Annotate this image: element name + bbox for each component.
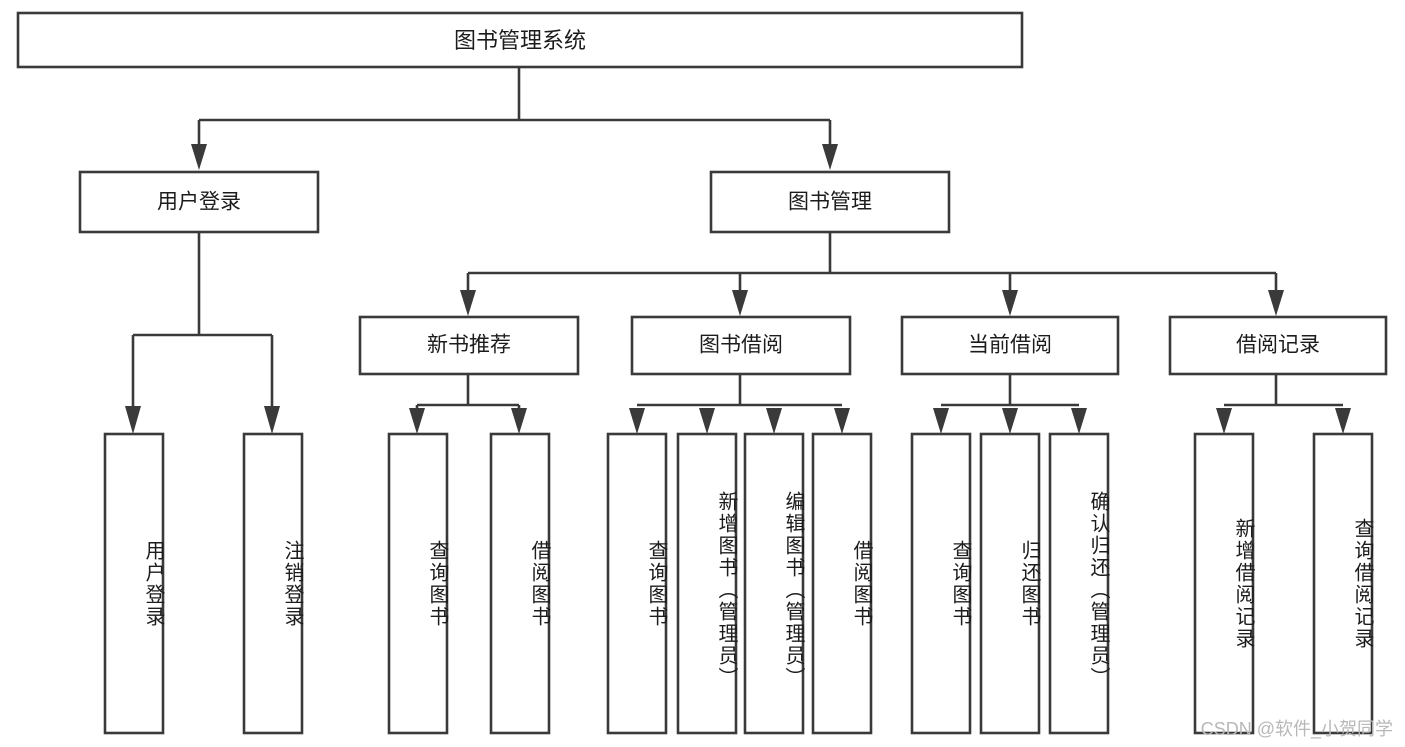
leaf-node-query-book-bb[interactable] xyxy=(606,432,668,735)
arrow-new-book-leaf2 xyxy=(511,408,527,434)
leaf-node-borrow-book-nb[interactable] xyxy=(489,432,551,735)
leaf-box-add-borrow-record[interactable] xyxy=(1193,432,1255,735)
leaf-node-query-borrow-record[interactable] xyxy=(1312,432,1374,735)
connectors-root-to-level2 xyxy=(191,67,838,170)
node-book-borrow[interactable]: 图书借阅 xyxy=(630,315,852,376)
connectors-new-book-to-leaves xyxy=(409,374,527,434)
node-user-login[interactable]: 用户登录 xyxy=(78,170,320,234)
arrow-book-borrow-leaf1 xyxy=(629,408,645,434)
connectors-book-manage-to-level3 xyxy=(460,232,1284,316)
leaf-box-borrow-book-nb[interactable] xyxy=(489,432,551,735)
leaf-box-add-book-admin[interactable] xyxy=(676,432,738,735)
connectors-user-login-to-leaves xyxy=(125,232,280,434)
arrow-current-borrow-leaf1 xyxy=(933,408,949,434)
arrow-borrow-record-leaf1 xyxy=(1216,408,1232,434)
node-new-book-recommend-label: 新书推荐 xyxy=(427,334,511,357)
leaf-node-query-book-nb[interactable] xyxy=(387,432,449,735)
node-new-book-recommend-box[interactable] xyxy=(358,315,580,376)
node-root-box[interactable] xyxy=(16,11,1024,69)
arrow-current-borrow-leaf2 xyxy=(1002,408,1018,434)
arrow-to-borrow-record xyxy=(1268,290,1284,316)
node-user-login-label: 用户登录 xyxy=(157,191,241,214)
leaf-node-edit-book-admin[interactable] xyxy=(743,432,805,735)
node-borrow-record[interactable]: 借阅记录 xyxy=(1168,315,1388,376)
leaf-node-borrow-book-bb[interactable] xyxy=(811,432,873,735)
node-book-manage[interactable]: 图书管理 xyxy=(709,170,951,234)
node-book-borrow-box[interactable] xyxy=(630,315,852,376)
leaf-box-logout[interactable] xyxy=(242,432,304,735)
arrow-borrow-record-leaf2 xyxy=(1335,408,1351,434)
node-user-login-box[interactable] xyxy=(78,170,320,234)
leaf-box-query-book-cb[interactable] xyxy=(910,432,972,735)
connectors-book-borrow-to-leaves xyxy=(629,374,850,434)
leaf-node-user-login[interactable] xyxy=(103,432,165,735)
node-book-manage-label: 图书管理 xyxy=(788,191,872,214)
node-new-book-recommend[interactable]: 新书推荐 xyxy=(358,315,580,376)
arrow-book-borrow-leaf3 xyxy=(766,408,782,434)
node-root-system[interactable]: 图书管理系统 xyxy=(16,11,1024,69)
leaf-node-return-book[interactable] xyxy=(979,432,1041,735)
arrow-current-borrow-leaf3 xyxy=(1071,408,1087,434)
leaf-box-query-book-bb[interactable] xyxy=(606,432,668,735)
leaf-node-query-book-cb[interactable] xyxy=(910,432,972,735)
arrow-book-borrow-leaf4 xyxy=(834,408,850,434)
arrow-to-new-book xyxy=(460,290,476,316)
node-root-label: 图书管理系统 xyxy=(454,28,586,53)
leaf-box-borrow-book-bb[interactable] xyxy=(811,432,873,735)
leaf-box-confirm-return-admin[interactable] xyxy=(1048,432,1110,735)
leaf-node-confirm-return-admin[interactable] xyxy=(1048,432,1110,735)
arrow-to-book-manage xyxy=(822,144,838,170)
arrow-new-book-leaf1 xyxy=(409,408,425,434)
arrow-to-book-borrow xyxy=(732,290,748,316)
connectors-borrow-record-to-leaves xyxy=(1216,374,1351,434)
node-current-borrow[interactable]: 当前借阅 xyxy=(900,315,1120,376)
leaf-box-query-book-nb[interactable] xyxy=(387,432,449,735)
arrow-to-user-login xyxy=(191,144,207,170)
leaf-box-edit-book-admin[interactable] xyxy=(743,432,805,735)
leaf-node-add-book-admin[interactable] xyxy=(676,432,738,735)
node-borrow-record-label: 借阅记录 xyxy=(1236,334,1320,357)
leaf-box-user-login[interactable] xyxy=(103,432,165,735)
arrow-user-login-leaf2 xyxy=(264,406,280,434)
connectors-current-borrow-to-leaves xyxy=(933,374,1087,434)
arrow-book-borrow-leaf2 xyxy=(699,408,715,434)
watermark-text: CSDN @软件_小贺同学 xyxy=(1200,719,1393,739)
node-current-borrow-box[interactable] xyxy=(900,315,1120,376)
arrow-to-current-borrow xyxy=(1002,290,1018,316)
leaf-box-query-borrow-record[interactable] xyxy=(1312,432,1374,735)
arrow-user-login-leaf1 xyxy=(125,406,141,434)
node-borrow-record-box[interactable] xyxy=(1168,315,1388,376)
leaf-box-return-book[interactable] xyxy=(979,432,1041,735)
leaf-node-add-borrow-record[interactable] xyxy=(1193,432,1255,735)
node-current-borrow-label: 当前借阅 xyxy=(968,334,1052,357)
node-book-borrow-label: 图书借阅 xyxy=(699,334,783,357)
node-book-manage-box[interactable] xyxy=(709,170,951,234)
leaf-node-logout[interactable] xyxy=(242,432,304,735)
